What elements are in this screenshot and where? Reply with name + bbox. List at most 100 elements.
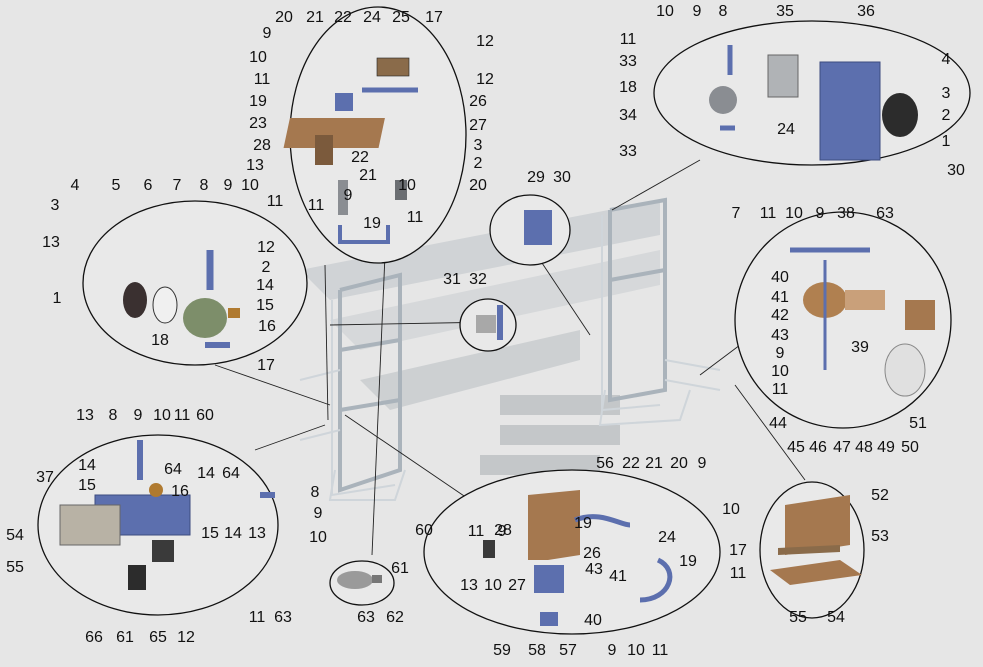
parts-bottom-right xyxy=(770,495,862,585)
callout-top-right-11: 1 xyxy=(942,133,951,150)
callout-top-center-21: 9 xyxy=(344,187,353,204)
callout-bottom-left-3: 10 xyxy=(153,407,171,424)
callout-top-center-13: 23 xyxy=(249,115,267,132)
callout-bottom-center-2: 21 xyxy=(645,455,663,472)
callout-bottom-left-8: 15 xyxy=(78,477,96,494)
callout-right-2: 10 xyxy=(785,205,803,222)
callout-bottom-center-13: 26 xyxy=(583,545,601,562)
callout-bottom-right-1: 53 xyxy=(871,528,889,545)
callout-right-18: 48 xyxy=(855,439,873,456)
callout-top-right-6: 33 xyxy=(619,53,637,70)
callout-bottom-center-5: 19 xyxy=(574,515,592,532)
callout-bottom-left-15: 14 xyxy=(224,525,242,542)
callout-right-8: 42 xyxy=(771,307,789,324)
detail-ellipse-top-right xyxy=(653,20,971,166)
callout-bottom-center-17: 11 xyxy=(730,565,747,582)
callout-right-9: 43 xyxy=(771,327,789,344)
callout-left-11: 2 xyxy=(262,259,271,276)
callout-bottom-right-0: 52 xyxy=(871,487,889,504)
callout-top-right-3: 35 xyxy=(776,3,794,20)
callout-left-6: 10 xyxy=(241,177,259,194)
callout-right-16: 46 xyxy=(809,439,827,456)
callout-top-center-2: 22 xyxy=(334,9,352,26)
callout-bottom-left-12: 64 xyxy=(222,465,240,482)
callout-bottom-center-27: 11 xyxy=(652,642,669,659)
callout-right-7: 41 xyxy=(771,289,789,306)
parts-top-center xyxy=(283,57,418,244)
callout-bottom-center-6: 10 xyxy=(722,501,740,518)
callout-left-12: 14 xyxy=(256,277,274,294)
callout-bottom-small-1: 63 xyxy=(357,609,375,626)
callout-bottom-center-15: 10 xyxy=(484,577,502,594)
callout-right-21: 51 xyxy=(909,415,927,432)
callout-bottom-left-1: 8 xyxy=(109,407,118,424)
callout-bottom-center-3: 20 xyxy=(670,455,688,472)
callout-bottom-center-16: 27 xyxy=(508,577,526,594)
callout-top-right-12: 34 xyxy=(619,107,637,124)
callout-right-20: 50 xyxy=(901,439,919,456)
callout-bottom-center-26: 10 xyxy=(627,642,645,659)
callout-bottom-left-16: 13 xyxy=(248,525,266,542)
callout-left-4: 8 xyxy=(200,177,209,194)
callout-left-3: 7 xyxy=(173,177,182,194)
callout-bottom-center-1: 22 xyxy=(622,455,640,472)
callout-left-5: 9 xyxy=(224,177,233,194)
callout-top-right-2: 8 xyxy=(719,3,728,20)
callout-left-1: 5 xyxy=(112,177,121,194)
callout-top-center-14: 27 xyxy=(469,117,487,134)
callout-middle-2: 31 xyxy=(443,271,461,288)
callout-bottom-left-18: 54 xyxy=(6,527,24,544)
callout-bottom-center-12: 28 xyxy=(494,522,512,539)
callout-bottom-left-20: 55 xyxy=(6,559,24,576)
callout-middle-1: 30 xyxy=(553,169,571,186)
callout-bottom-center-18: 19 xyxy=(679,553,697,570)
callout-bottom-center-9: 60 xyxy=(415,522,433,539)
callout-middle-0: 29 xyxy=(527,169,545,186)
parts-right xyxy=(790,247,935,397)
callout-bottom-small-2: 62 xyxy=(386,609,404,626)
callout-top-right-9: 18 xyxy=(619,79,637,96)
callout-right-5: 63 xyxy=(876,205,894,222)
callout-bottom-left-11: 14 xyxy=(197,465,215,482)
callout-bottom-center-21: 40 xyxy=(584,612,602,629)
callout-top-center-22: 20 xyxy=(469,177,487,194)
callout-top-center-25: 19 xyxy=(363,215,381,232)
callout-bottom-center-8: 17 xyxy=(729,542,747,559)
callout-left-14: 15 xyxy=(256,297,274,314)
callout-top-right-8: 3 xyxy=(942,85,951,102)
parts-middle xyxy=(476,210,552,340)
callout-right-11: 9 xyxy=(776,345,785,362)
callout-left-2: 6 xyxy=(144,177,153,194)
callout-bottom-left-10: 37 xyxy=(36,469,54,486)
callout-top-center-24: 11 xyxy=(407,209,424,226)
callout-top-center-3: 24 xyxy=(363,9,381,26)
callout-top-center-8: 10 xyxy=(249,49,267,66)
callout-bottom-center-22: 59 xyxy=(493,642,511,659)
callout-top-center-9: 11 xyxy=(254,71,271,88)
right-frame-assembly xyxy=(598,197,721,427)
callout-top-center-19: 21 xyxy=(359,167,377,184)
callout-bottom-center-11: 9 xyxy=(498,523,507,540)
callout-top-center-23: 10 xyxy=(398,177,416,194)
callout-top-center-15: 28 xyxy=(253,137,271,154)
callout-left-15: 16 xyxy=(258,318,276,335)
callout-right-13: 11 xyxy=(772,381,789,398)
callout-right-12: 10 xyxy=(771,363,789,380)
callout-left-13: 1 xyxy=(53,290,62,307)
callout-bottom-left-6: 14 xyxy=(78,457,96,474)
callout-bottom-center-10: 11 xyxy=(468,523,485,540)
callout-top-right-4: 36 xyxy=(857,3,875,20)
callout-left-16: 18 xyxy=(151,332,169,349)
callout-left-17: 17 xyxy=(257,357,275,374)
callout-top-right-5: 11 xyxy=(620,31,637,48)
callout-bottom-left-26: 12 xyxy=(177,629,195,646)
detail-ellipse-left xyxy=(82,200,308,366)
callout-top-center-1: 21 xyxy=(306,9,324,26)
parts-bottom-center xyxy=(483,490,673,626)
callout-middle-3: 32 xyxy=(469,271,487,288)
callout-top-center-10: 12 xyxy=(476,71,494,88)
callout-right-6: 40 xyxy=(771,269,789,286)
callout-top-center-6: 9 xyxy=(263,25,272,42)
